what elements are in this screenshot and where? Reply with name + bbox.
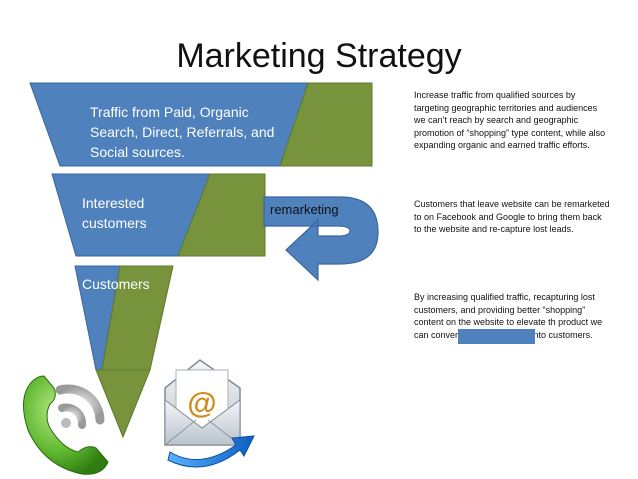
svg-text:@: @ — [187, 387, 216, 420]
remarketing-label: remarketing — [270, 202, 339, 217]
email-icon: @ — [164, 359, 255, 468]
phone-icon — [23, 375, 109, 475]
funnel-stage-2-label: Interested customers — [82, 195, 147, 231]
remarketing-arrow-icon — [263, 196, 379, 282]
redaction-box — [458, 329, 535, 344]
funnel-stage-1-green — [279, 82, 373, 167]
funnel-stage-3-label: Customers — [82, 276, 150, 292]
stage-2-description: Customers that leave website can be rema… — [414, 199, 610, 234]
funnel-stage-1-label: Traffic from Paid, Organic Search, Direc… — [90, 104, 275, 160]
page-title: Marketing Strategy — [176, 37, 462, 75]
funnel-tip — [95, 369, 151, 439]
funnel-stage-2-green — [177, 173, 266, 257]
stage-1-description: Increase traffic from qualified sources … — [414, 90, 606, 150]
